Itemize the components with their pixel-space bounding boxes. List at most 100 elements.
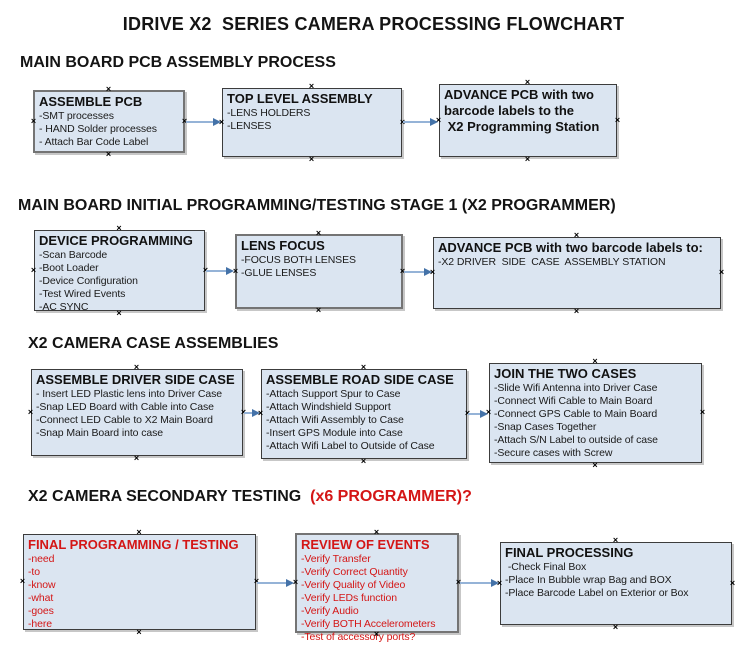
flow-box-assemble-driver-side-case[interactable]: ASSEMBLE DRIVER SIDE CASE- Insert LED Pl… xyxy=(28,363,246,463)
connector-handle-icon[interactable]: × xyxy=(133,362,140,372)
connector-handle-icon[interactable]: × xyxy=(30,115,37,126)
connector-handle-icon[interactable]: × xyxy=(308,81,315,91)
flow-arrow-assemble-road-side-case-to-join-the-two-cases[interactable] xyxy=(468,410,488,418)
section-heading-text: MAIN BOARD INITIAL PROGRAMMING/TESTING S… xyxy=(18,197,616,214)
connector-handle-icon[interactable]: × xyxy=(373,527,380,537)
flow-arrow-assemble-driver-side-case-to-assemble-road-side-case[interactable] xyxy=(244,409,260,417)
connector-handle-icon[interactable]: × xyxy=(19,576,26,586)
flow-arrow-device-programming-to-lens-focus[interactable] xyxy=(206,267,234,275)
box-title: barcode labels to the xyxy=(444,103,575,118)
section-heading-text: X2 CAMERA SECONDARY TESTING xyxy=(28,488,311,505)
arrow-head-icon xyxy=(491,579,499,587)
connector-handle-icon[interactable]: × xyxy=(399,265,406,276)
connector-handle-icon[interactable]: × xyxy=(524,154,531,164)
box-title: REVIEW OF EVENTS xyxy=(301,537,430,552)
flow-arrow-review-of-events-to-final-processing[interactable] xyxy=(460,579,499,587)
flow-box-assemble-pcb[interactable]: ASSEMBLE PCB-SMT processes- HAND Solder … xyxy=(30,85,188,159)
connector-handle-icon[interactable]: × xyxy=(116,308,122,318)
connector-handle-icon[interactable]: × xyxy=(116,223,122,233)
arrow-head-icon xyxy=(430,118,438,126)
box-item: -Slide Wifi Antenna into Driver Case xyxy=(494,382,658,394)
flow-arrow-top-level-assembly-to-advance-pcb-to-programming[interactable] xyxy=(403,118,438,126)
connector-handle-icon[interactable]: × xyxy=(592,460,598,470)
box-item: -Insert GPS Module into Case xyxy=(266,427,403,439)
connector-handle-icon[interactable]: × xyxy=(573,230,580,240)
connector-handle-icon[interactable]: × xyxy=(105,149,112,159)
box-title: TOP LEVEL ASSEMBLY xyxy=(227,91,373,106)
arrow-line xyxy=(244,412,253,414)
flow-arrow-assemble-pcb-to-top-level-assembly[interactable] xyxy=(186,118,221,126)
arrow-head-icon xyxy=(480,410,488,418)
connector-handle-icon[interactable]: × xyxy=(232,265,239,276)
flow-box-review-of-events[interactable]: REVIEW OF EVENTS-Verify Transfer-Verify … xyxy=(292,528,462,644)
flow-box-join-the-two-cases[interactable]: JOIN THE TWO CASES-Slide Wifi Antenna in… xyxy=(486,357,705,470)
arrow-head-icon xyxy=(424,268,432,276)
connector-handle-icon[interactable]: × xyxy=(27,406,34,417)
flow-box-assemble-road-side-case[interactable]: ASSEMBLE ROAD SIDE CASE-Attach Support S… xyxy=(258,363,470,466)
flow-arrow-lens-focus-to-advance-pcb-to-driver-case[interactable] xyxy=(404,268,432,276)
connector-handle-icon[interactable]: × xyxy=(292,577,299,587)
flow-box-device-programming[interactable]: DEVICE PROGRAMMING-Scan Barcode-Boot Loa… xyxy=(31,224,208,318)
flow-box-top-level-assembly[interactable]: TOP LEVEL ASSEMBLY-LENS HOLDERS-LENSES××… xyxy=(219,82,405,164)
connector-handle-icon[interactable]: × xyxy=(240,407,247,416)
connector-handle-icon[interactable]: × xyxy=(373,629,380,639)
flow-box-lens-focus[interactable]: LENS FOCUS-FOCUS BOTH LENSES-GLUE LENSES… xyxy=(232,229,406,315)
connector-handle-icon[interactable]: × xyxy=(308,154,315,164)
box-title: JOIN THE TWO CASES xyxy=(494,366,637,381)
box-item: -Attach Support Spur to Case xyxy=(266,388,401,400)
box-item: -Connect GPS Cable to Main Board xyxy=(494,408,658,420)
connector-handle-icon[interactable]: × xyxy=(435,114,442,125)
box-item: - Attach Bar Code Label xyxy=(39,136,149,148)
connector-handle-icon[interactable]: × xyxy=(429,267,436,277)
connector-handle-icon[interactable]: × xyxy=(202,265,209,274)
box-title: ASSEMBLE PCB xyxy=(39,94,143,109)
connector-handle-icon[interactable]: × xyxy=(218,116,225,127)
box-item: -FOCUS BOTH LENSES xyxy=(241,254,356,266)
connector-handle-icon[interactable]: × xyxy=(181,115,188,126)
connector-handle-icon[interactable]: × xyxy=(592,356,598,366)
connector-handle-icon[interactable]: × xyxy=(524,77,531,87)
arrow-line xyxy=(206,270,227,272)
box-item: -to xyxy=(28,566,40,578)
connector-handle-icon[interactable]: × xyxy=(253,576,260,586)
connector-handle-icon[interactable]: × xyxy=(485,407,492,417)
box-item: -Snap Cases Together xyxy=(494,421,597,433)
flow-box-final-programming-testing[interactable]: FINAL PROGRAMMING / TESTING-need-to-know… xyxy=(20,528,259,637)
connector-handle-icon[interactable]: × xyxy=(30,264,37,275)
connector-handle-icon[interactable]: × xyxy=(496,577,503,588)
flow-box-advance-pcb-to-driver-case[interactable]: ADVANCE PCB with two barcode labels to:-… xyxy=(430,231,724,316)
flow-arrow-final-programming-testing-to-review-of-events[interactable] xyxy=(257,579,294,587)
box-item: -Verify Correct Quantity xyxy=(301,566,408,578)
connector-handle-icon[interactable]: × xyxy=(399,117,406,126)
connector-handle-icon[interactable]: × xyxy=(257,408,264,418)
connector-handle-icon[interactable]: × xyxy=(133,453,140,463)
connector-handle-icon[interactable]: × xyxy=(612,535,619,545)
connector-handle-icon[interactable]: × xyxy=(136,527,142,537)
arrow-head-icon xyxy=(252,409,260,417)
connector-handle-icon[interactable]: × xyxy=(464,409,471,418)
box-item: -know xyxy=(28,579,56,591)
connector-handle-icon[interactable]: × xyxy=(315,305,322,315)
connector-handle-icon[interactable]: × xyxy=(718,267,725,277)
connector-handle-icon[interactable]: × xyxy=(360,362,367,372)
connector-handle-icon[interactable]: × xyxy=(105,84,112,94)
connector-handle-icon[interactable]: × xyxy=(729,577,736,588)
box-item: -Connect Wifi Cable to Main Board xyxy=(494,395,653,407)
box-item: -Attach S/N Label to outside of case xyxy=(494,434,658,446)
connector-handle-icon[interactable]: × xyxy=(455,577,462,587)
page-title: IDRIVE X2 SERIES CAMERA PROCESSING FLOWC… xyxy=(122,14,625,34)
connector-handle-icon[interactable]: × xyxy=(612,622,619,632)
connector-handle-icon[interactable]: × xyxy=(573,306,580,316)
box-item: - HAND Solder processes xyxy=(39,123,157,135)
box-item: -Attach Wifi Label to Outside of Case xyxy=(266,440,435,452)
box-item: -AC SYNC xyxy=(39,301,89,313)
connector-handle-icon[interactable]: × xyxy=(360,456,367,466)
flow-box-final-processing[interactable]: FINAL PROCESSING -Check Final Box-Place … xyxy=(497,536,735,632)
connector-handle-icon[interactable]: × xyxy=(699,407,706,417)
box-title: ADVANCE PCB with two barcode labels to: xyxy=(438,240,703,255)
box-item: -Verify Audio xyxy=(301,605,359,617)
connector-handle-icon[interactable]: × xyxy=(136,627,142,637)
connector-handle-icon[interactable]: × xyxy=(315,228,322,238)
connector-handle-icon[interactable]: × xyxy=(614,114,621,125)
